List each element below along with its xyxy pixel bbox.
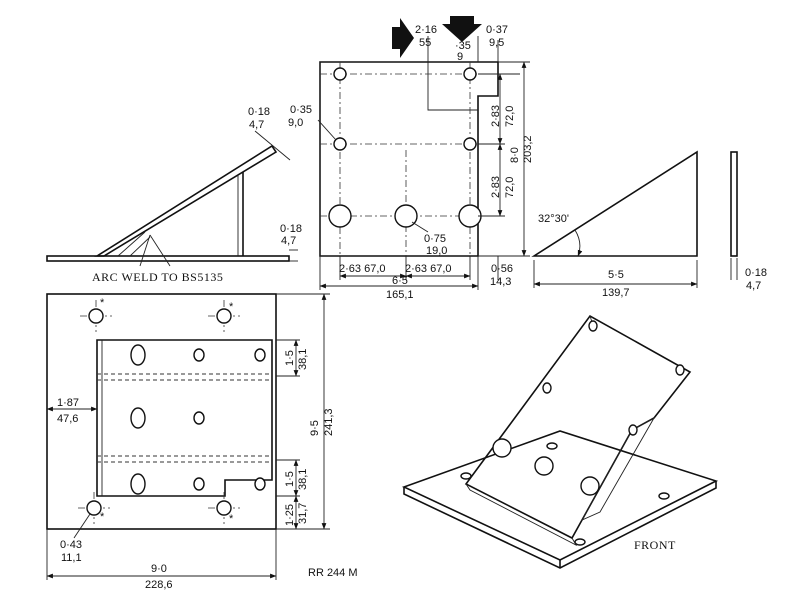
c-in: 1·25 [284,504,296,526]
star-mark: * [100,511,105,523]
mount-hole [216,308,232,324]
h-mm: 241,3 [323,408,335,436]
gusset-edge [730,151,738,257]
edge-in: 0·37 [486,24,508,36]
width-mm: 165,1 [386,289,414,301]
side-sloped-plate [94,144,278,257]
notch-arrow-icon [392,18,414,58]
hole-small [463,67,477,81]
mount-hole [216,500,232,516]
hole-large [394,204,418,228]
width-in: 9·0 [151,563,167,575]
hole-mm: 11,1 [61,552,82,564]
b-in: 1·5 [284,471,296,487]
v1-in: 2·83 [490,105,502,127]
base-plate-view: * * * * 1·5 38,1 9·5 241,3 1·5 38,1 1·25… [46,293,335,591]
notch-depth-mm: 9 [457,51,463,63]
front-label: FRONT [634,538,676,552]
notch-mm: 55 [419,37,431,49]
mount-hole [86,500,102,516]
width-in: 6·5 [392,275,408,287]
hole-large-in: 0·75 [424,233,446,245]
gusset-length-in: 5·5 [608,269,624,281]
slope-thick-in: 0·18 [248,106,270,118]
top-plate-view: 0·35 9,0 0·75 19,0 2·16 55 ·35 9 0·37 9,… [288,16,534,301]
slope-thick-mm: 4,7 [249,119,264,131]
c-mm: 31,7 [297,503,309,524]
base-thick-mm: 4,7 [281,235,296,247]
right-mm: 14,3 [490,276,511,288]
hole-small [333,137,347,151]
v1-mm: 72,0 [504,106,516,127]
star-mark: * [229,301,234,313]
angle-label: 32°30' [538,213,569,225]
b-mm: 38,1 [297,469,309,490]
h2-label: 2·63 67,0 [405,263,452,275]
isometric-view: FRONT [401,314,719,569]
angle-arc [574,229,583,257]
hole-small-in: 0·35 [290,104,312,116]
a-mm: 38,1 [297,349,309,370]
star-mark: * [229,513,234,525]
h-in: 9·5 [309,420,321,436]
total-v-mm: 203,2 [522,135,534,163]
gusset-thick-in: 0·18 [745,267,767,279]
v2-mm: 72,0 [504,177,516,198]
drawing-ref: RR 244 M [308,567,358,579]
iso-gusset [580,416,656,521]
width-mm: 228,6 [145,579,173,591]
weld-note: ARC WELD TO BS5135 [92,270,223,284]
base-thick-in: 0·18 [280,223,302,235]
edge-mm: 9,5 [489,37,504,49]
hole-large [458,204,482,228]
slope-thickness-dim [254,130,291,161]
iso-sloped-plate [464,314,692,540]
hole-small [463,137,477,151]
side-view: 0·18 4,7 0·18 4,7 ARC WELD TO BS5135 [46,106,302,284]
gusset-view: 32°30' 5·5 139,7 0·18 4,7 [531,150,767,299]
gusset-triangle [531,150,698,257]
side-in: 1·87 [57,397,79,409]
depth-arrow-icon [442,16,482,42]
side-mm: 47,6 [57,413,78,425]
hole-small [333,67,347,81]
gusset-length-mm: 139,7 [602,287,630,299]
total-v-in: 8·0 [509,147,521,163]
h1-label: 2·63 67,0 [339,263,386,275]
notch-depth-in: ·35 [455,40,471,52]
side-base-plate [46,255,290,262]
base-plate-outline [46,293,277,530]
star-mark: * [100,297,105,309]
hole-small-mm: 9,0 [288,117,303,129]
hole-in: 0·43 [60,539,82,551]
right-in: 0·56 [491,263,513,275]
a-in: 1·5 [284,350,296,366]
hole-large [328,204,352,228]
hole-large-mm: 19,0 [426,245,447,257]
gusset-thick-mm: 4,7 [746,280,761,292]
mount-hole [88,308,104,324]
notch-in: 2·16 [415,24,437,36]
v2-in: 2·83 [490,176,502,198]
mounted-plate-outline [96,339,273,497]
